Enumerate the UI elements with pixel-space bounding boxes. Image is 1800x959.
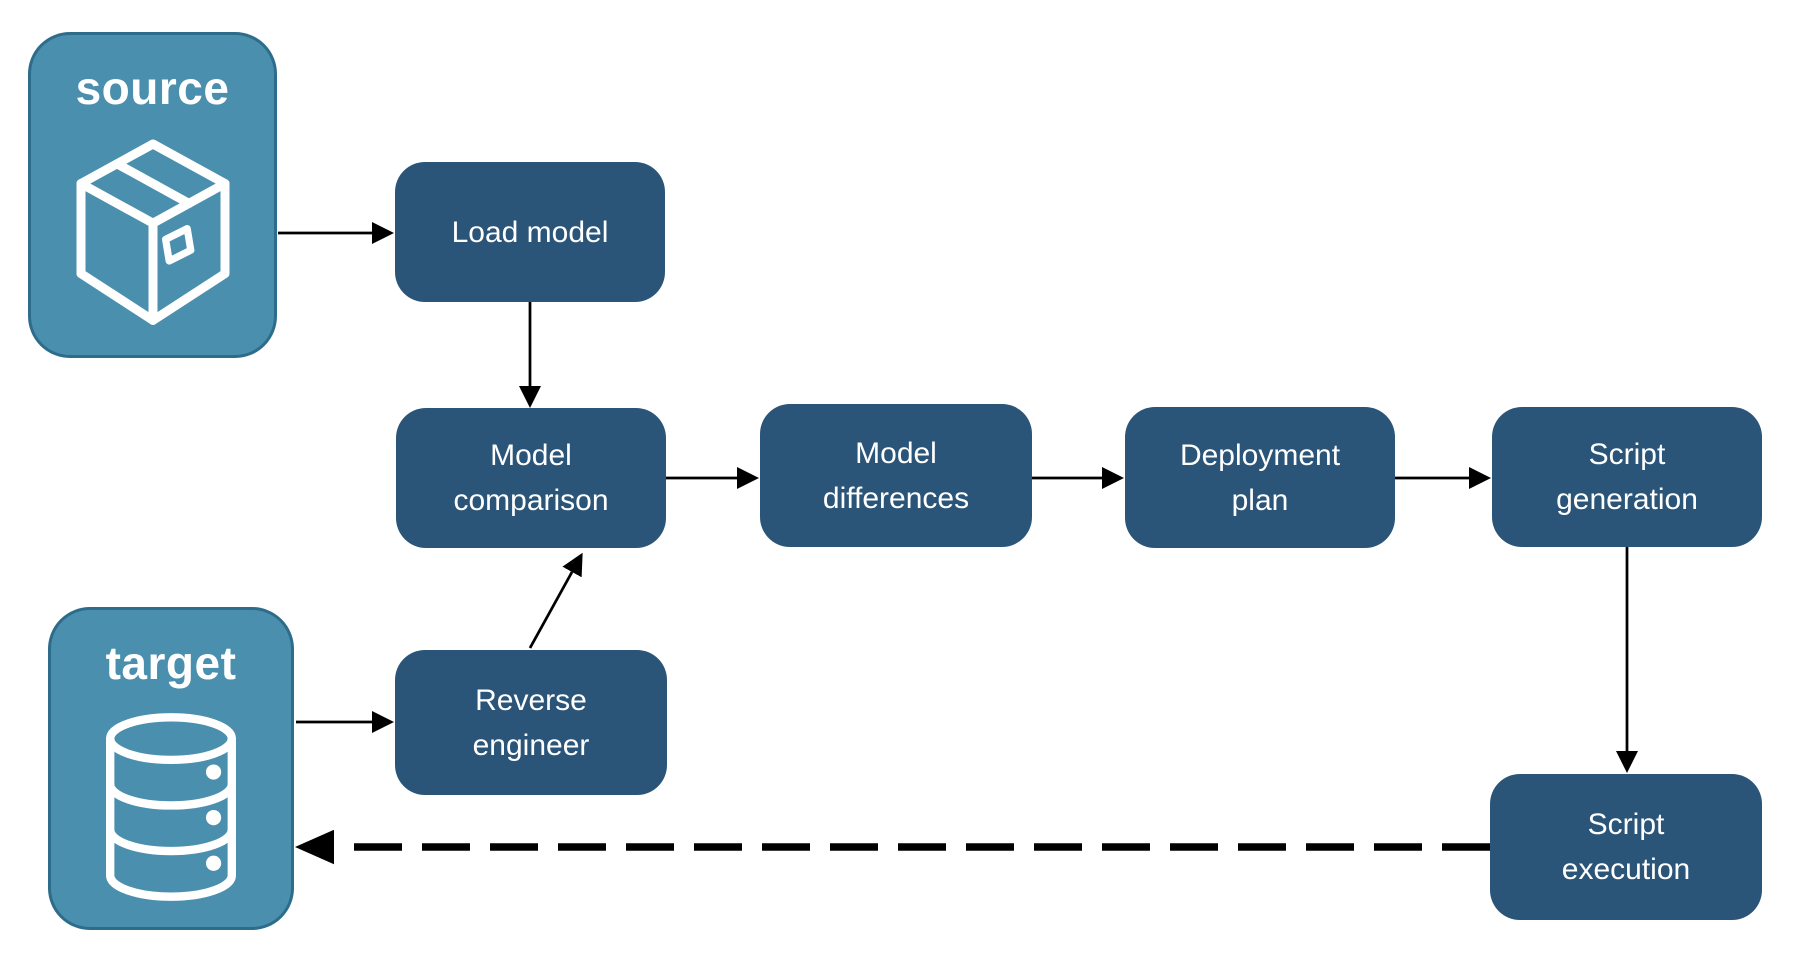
- node-script-generation: Script generation: [1492, 407, 1762, 547]
- node-label: Reverse engineer: [472, 683, 590, 762]
- node-label: Load model: [451, 215, 609, 249]
- node-script-execution: Script execution: [1490, 774, 1762, 920]
- node-label: Model differences: [822, 436, 970, 515]
- node-reverse-engineer: Reverse engineer: [395, 650, 667, 795]
- node-label: Script generation: [1556, 438, 1698, 516]
- node-model-differences: Model differences: [760, 404, 1032, 547]
- node-model-comparison: Model comparison: [396, 408, 666, 548]
- node-label: Model comparison: [453, 439, 609, 517]
- node-source: source: [28, 32, 277, 358]
- node-load-model: Load model: [395, 162, 665, 302]
- node-label: Script execution: [1561, 808, 1691, 886]
- source-label: source: [75, 62, 230, 114]
- node-target: target: [48, 607, 294, 930]
- target-label: target: [105, 637, 237, 689]
- node-label: Deployment plan: [1179, 438, 1341, 517]
- package-icon: [63, 133, 243, 335]
- node-deployment-plan: Deployment plan: [1125, 407, 1395, 548]
- edge-reverse-engineer-to-model-comparison: [528, 552, 583, 649]
- database-icon: [95, 708, 247, 906]
